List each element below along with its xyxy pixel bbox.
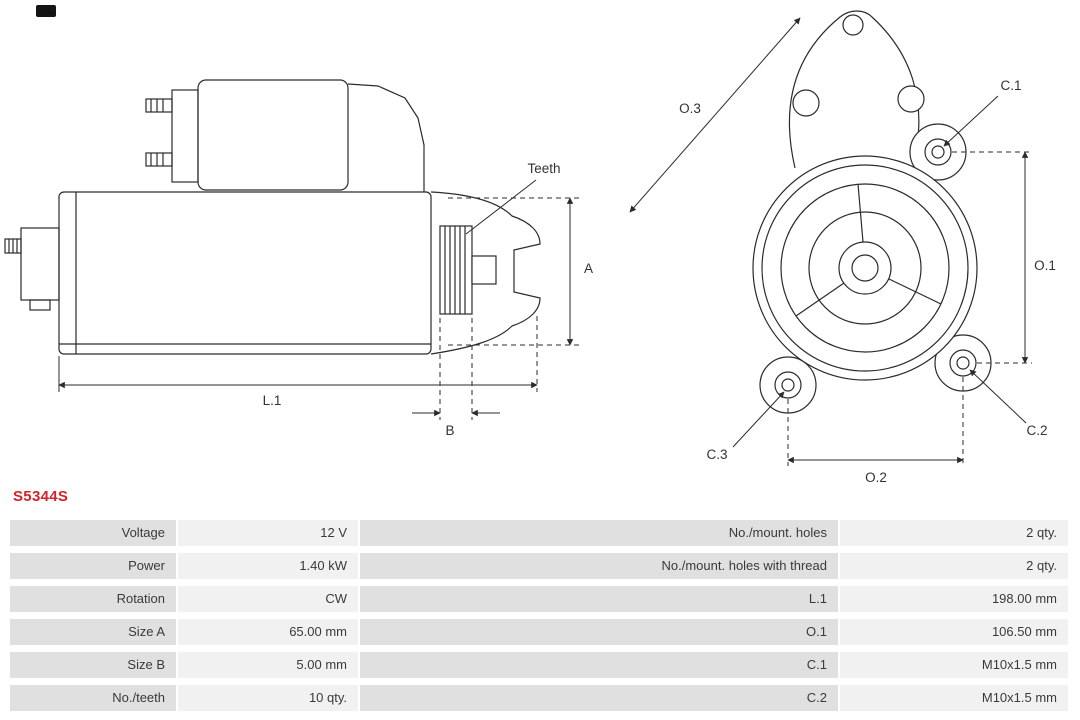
dimension-b: B: [412, 318, 500, 438]
callout-c1: C.1: [943, 78, 1022, 147]
dim-o3-label: O.3: [679, 101, 701, 116]
spec-label: O.1: [360, 619, 838, 645]
dimension-a: A: [448, 197, 593, 346]
spec-value: 65.00 mm: [178, 619, 358, 645]
teeth-callout: Teeth: [465, 161, 561, 235]
callout-c2: C.2: [969, 369, 1048, 438]
part-number: S5344S: [13, 488, 69, 505]
dim-l1-label: L.1: [263, 393, 282, 408]
motor-body: [58, 191, 432, 355]
dim-a-label: A: [584, 261, 593, 276]
mount-holes: [774, 138, 977, 399]
dim-c3-label: C.3: [706, 447, 727, 462]
dim-c2-label: C.2: [1026, 423, 1047, 438]
side-view-drawing: A L.1 B Teeth: [4, 79, 593, 438]
technical-drawing: A L.1 B Teeth: [4, 10, 1056, 485]
spec-value: 106.50 mm: [840, 619, 1068, 645]
spec-label: Size B: [10, 652, 176, 678]
dim-o1-label: O.1: [1034, 258, 1056, 273]
spec-value: 5.00 mm: [178, 652, 358, 678]
callout-c3: C.3: [706, 391, 785, 462]
spec-value: M10x1.5 mm: [840, 685, 1068, 711]
pinion-gear: [439, 225, 497, 315]
spec-value: 2 qty.: [840, 520, 1068, 546]
solenoid: [145, 79, 425, 192]
dim-c1-label: C.1: [1000, 78, 1021, 93]
spec-value: 2 qty.: [840, 553, 1068, 579]
spec-label: C.2: [360, 685, 838, 711]
spec-value: 1.40 kW: [178, 553, 358, 579]
dimension-l1: L.1: [58, 316, 538, 408]
spec-label: No./teeth: [10, 685, 176, 711]
spec-value: CW: [178, 586, 358, 612]
dim-o2-label: O.2: [865, 470, 887, 485]
spec-label: Rotation: [10, 586, 176, 612]
spec-table: Voltage 12 V No./mount. holes 2 qty. Pow…: [10, 520, 1068, 711]
dimension-o2: O.2: [787, 377, 964, 485]
dim-b-label: B: [445, 423, 454, 438]
spec-label: No./mount. holes: [360, 520, 838, 546]
teeth-label: Teeth: [527, 161, 560, 176]
dimension-o3: O.3: [629, 17, 801, 213]
spec-label: Size A: [10, 619, 176, 645]
spec-label: L.1: [360, 586, 838, 612]
terminal-block: [4, 227, 60, 311]
front-view-drawing: O.3 O.1 O.2 C.1: [629, 10, 1056, 485]
corner-logo-icon: [36, 5, 56, 17]
spec-value: M10x1.5 mm: [840, 652, 1068, 678]
drive-housing: [430, 191, 541, 355]
spec-label: No./mount. holes with thread: [360, 553, 838, 579]
spec-value: 12 V: [178, 520, 358, 546]
spec-value: 10 qty.: [178, 685, 358, 711]
spec-label: Voltage: [10, 520, 176, 546]
dimension-o1: O.1: [952, 151, 1056, 364]
mount-tower: [788, 10, 925, 169]
spec-value: 198.00 mm: [840, 586, 1068, 612]
spec-label: Power: [10, 553, 176, 579]
spec-label: C.1: [360, 652, 838, 678]
motor-face: [752, 155, 978, 381]
